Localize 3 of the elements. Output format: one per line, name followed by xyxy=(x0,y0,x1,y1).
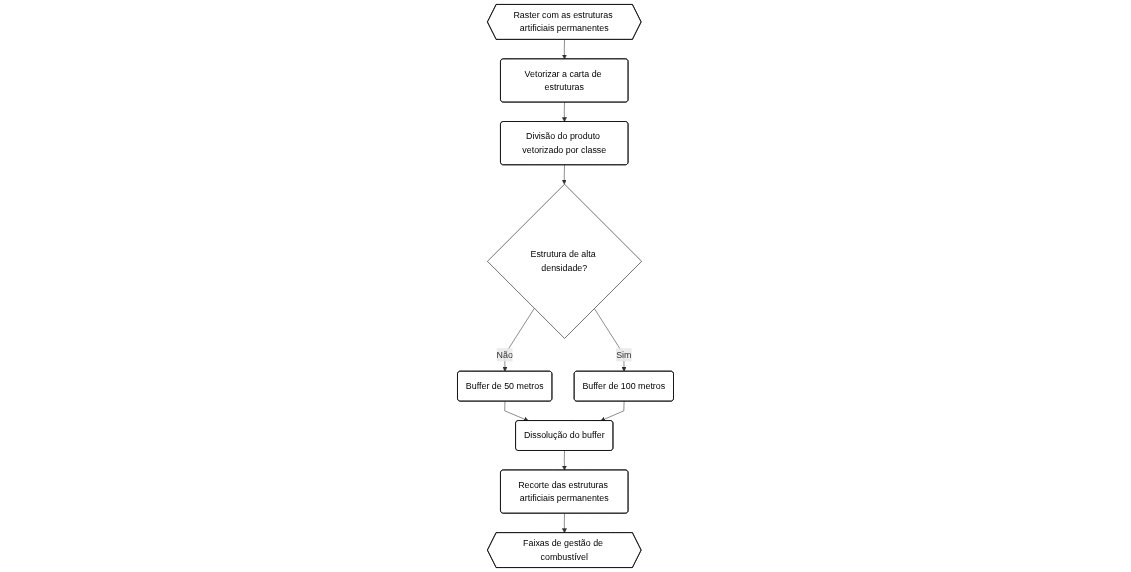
edge-label: Não xyxy=(496,349,513,360)
edge-label: Sim xyxy=(616,349,632,360)
node-diamond: Estrutura de alta densidade? xyxy=(487,183,642,339)
